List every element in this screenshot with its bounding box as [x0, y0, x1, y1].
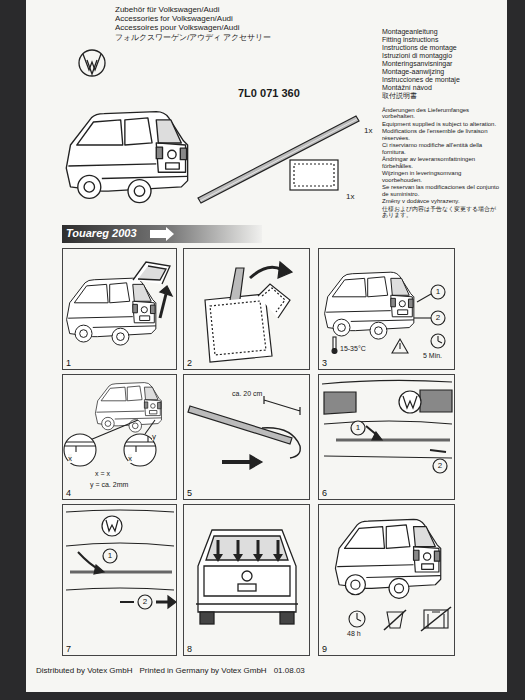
step-panel: 2 [183, 248, 310, 370]
callout-number: 2 [436, 314, 440, 322]
disclaimer-text: Ci riserviamo modifiche all'entità della… [382, 142, 500, 155]
step-panel: 8 [183, 504, 310, 656]
instruction-title: Istruzioni di montaggio [382, 52, 500, 60]
step-number: 7 [66, 644, 71, 654]
callout-number: 2 [438, 462, 442, 470]
dimension-symbol: y [152, 432, 156, 441]
disclaimer-text: Změny v dodávce vyhrazeny. [382, 198, 500, 204]
callout-number: 1 [108, 552, 112, 560]
step-number: 9 [322, 644, 327, 654]
callout-number: 1 [436, 288, 440, 296]
dimension-note: x = x [95, 470, 110, 478]
step-number: 5 [187, 488, 192, 498]
model-band: Touareg 2003 [62, 225, 146, 243]
footer-text: Printed in Germany by Votex GmbH [139, 666, 266, 675]
disclaimer-text: Equipment supplied is subject to alterat… [382, 121, 500, 127]
header-instructions: MontageanleitungFitting instructionsInst… [382, 28, 500, 100]
footer-text: Distributed by Votex GmbH [36, 666, 132, 675]
part-number: 7L0 071 360 [238, 87, 300, 100]
curing-time: 48 h [347, 630, 361, 638]
instruction-title: Monteringsanvisningar [382, 60, 500, 68]
disclaimer-text: Änderungen des Lieferumfanges vorbehalte… [382, 107, 500, 120]
dimension-note: y = ca. 2mm [90, 481, 128, 489]
instruction-title: 取付説明書 [382, 92, 500, 100]
dimension-note: ca. 20 cm [232, 390, 262, 398]
quantity: 1x [364, 126, 372, 135]
delivery-disclaimers: Änderungen des Lieferumfanges vorbehalte… [382, 107, 500, 220]
instruction-title: Instructions de montage [382, 44, 500, 52]
header-text: Accessories for Volkswagen/Audi [115, 14, 290, 23]
callout-number: 2 [143, 598, 147, 606]
disclaimer-text: Ändringar av leveransomfattningen förbeh… [382, 156, 500, 169]
instruction-title: Montageanleitung [382, 28, 500, 36]
temperature-range: 15-35°C [340, 345, 366, 353]
instruction-title: Montážní návod [382, 84, 500, 92]
step-number: 6 [322, 488, 327, 498]
instruction-title: Instrucciones de montaje [382, 76, 500, 84]
dimension-symbol: x [128, 454, 132, 463]
step-number: 2 [187, 358, 192, 368]
disclaimer-text: Se reservan las modificaciones del conju… [382, 184, 500, 197]
header-text: Accessoires pour Volkswagen/Audi [115, 23, 290, 32]
step-number: 8 [187, 644, 192, 654]
disclaimer-text: Wijzingen in leveringsomvang voorbehoude… [382, 170, 500, 183]
model-name: Touareg 2003 [66, 227, 137, 239]
step-number: 1 [66, 358, 71, 368]
callout-number: 1 [356, 424, 360, 432]
step-number: 3 [322, 358, 327, 368]
header-text: Zubehör für Volkswagen/Audi [115, 5, 290, 14]
instruction-title: Fitting instructions [382, 36, 500, 44]
wait-time: 5 Min. [423, 352, 442, 360]
step-number: 4 [66, 488, 71, 498]
step-panel: 7 [62, 504, 177, 656]
header-text: フォルクスワーゲン/アウディ アクセサリー [115, 33, 290, 42]
instruction-title: Montage-aanwijzing [382, 68, 500, 76]
footer-line: Distributed by Votex GmbH Printed in Germ… [36, 666, 501, 675]
quantity: 1x [346, 192, 354, 201]
step-panel: 1 [62, 248, 177, 370]
header-accessories: Zubehör für Volkswagen/AudiAccessories f… [115, 5, 290, 42]
disclaimer-text: 仕様および内容は予告なく変更する場合があります。 [382, 206, 500, 219]
footer-text: 01.08.03 [274, 666, 305, 675]
dimension-symbol: x [68, 454, 72, 463]
disclaimer-text: Modifications de l'ensemble de livraison… [382, 128, 500, 141]
step-panel: 9 [318, 504, 455, 656]
step-panel: 6 [318, 374, 455, 500]
